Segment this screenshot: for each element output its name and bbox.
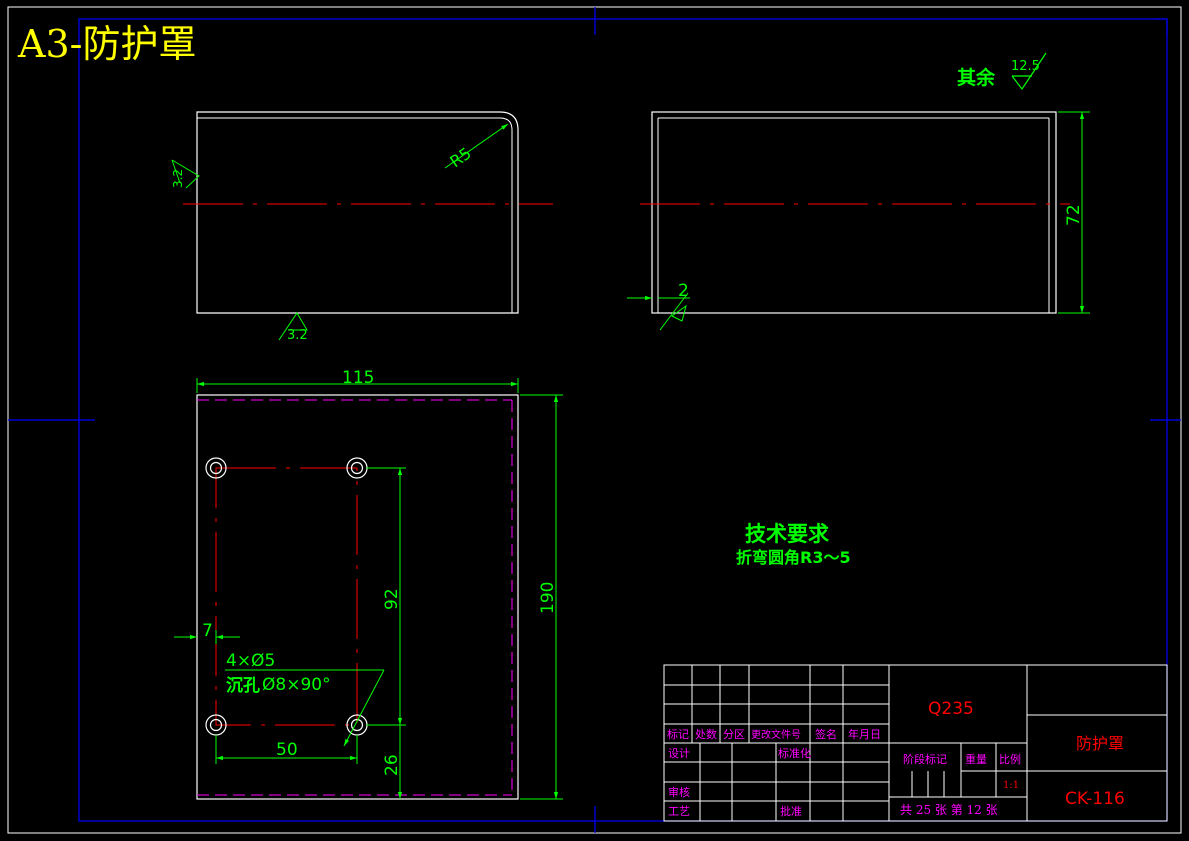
tech-requirements-item: 折弯圆角R3～5 [736, 548, 851, 567]
radius-leader [444, 123, 509, 169]
tb-label-process: 工艺 [668, 805, 690, 818]
height-dimension-72 [1058, 111, 1090, 314]
hole-pattern-centerlines [215, 467, 358, 726]
tb-label-approve: 批准 [780, 804, 802, 818]
roughness-face-value-2: 3.2 [287, 328, 308, 343]
sheet-title: A3-防护罩 [17, 22, 196, 66]
roughness-face-value-1: 3.2 [171, 169, 185, 188]
hole-offset-bottom-label: 26 [382, 754, 402, 776]
hole-callout-leader [225, 669, 385, 747]
height-dimension-190 [520, 394, 563, 800]
front-view-inner-line [197, 117, 513, 313]
width-dimension-115 [196, 378, 519, 393]
roughness-symbol-bottom: 3.2 [278, 312, 308, 343]
outer-sheet-border [7, 6, 1182, 834]
tb-sheet-info: 共 25 张 第 12 张 [900, 803, 998, 817]
radius-label: R5 [446, 143, 474, 171]
side-view-outline [651, 111, 1057, 314]
tb-label-design: 设计 [668, 747, 690, 760]
tb-scale-value: 1:1 [1003, 780, 1019, 791]
side-height-label: 72 [1064, 204, 1084, 226]
plan-width-label: 115 [342, 368, 374, 388]
thickness-label: 2 [678, 281, 689, 301]
tb-label-signature: 签名 [815, 727, 837, 741]
tb-drawing-no: CK-116 [1065, 789, 1125, 809]
tech-requirements-heading: 技术要求 [745, 522, 829, 546]
general-roughness-symbol: 其余 12.5 [957, 52, 1047, 91]
hole-span-horizontal-label: 50 [276, 740, 298, 760]
centering-marks [8, 7, 1181, 833]
tb-label-standardize: 标准化 [778, 746, 811, 760]
roughness-general-label: 其余 [957, 66, 996, 89]
hole-callout-line-1: 4×Ø5 [226, 651, 275, 671]
hole-span-horizontal-dimension [215, 735, 358, 764]
hole-callout-line-2-prefix: 沉孔 [226, 675, 260, 696]
tb-label-mark: 标记 [667, 727, 689, 741]
tb-label-weight: 重量 [965, 752, 987, 766]
title-block [663, 664, 1168, 822]
tb-material: Q235 [928, 699, 974, 719]
roughness-check-icon [1011, 52, 1047, 91]
tb-label-date: 年月日 [848, 727, 881, 741]
tb-label-stage-mark: 阶段标记 [903, 752, 947, 766]
tb-label-review: 审核 [668, 785, 690, 799]
roughness-symbol-left: 3.2 [171, 159, 200, 189]
edge-offset-dimension [174, 630, 240, 644]
thickness-dimension [627, 292, 690, 331]
tb-part-name: 防护罩 [1076, 734, 1124, 753]
side-view: 72 2 [627, 111, 1090, 331]
tb-label-zone: 分区 [723, 728, 745, 741]
front-view: R5 3.2 3.2 [171, 111, 553, 343]
hole-top-left [205, 457, 227, 479]
roughness-general-value: 12.5 [1011, 59, 1040, 74]
hole-span-vertical-label: 92 [382, 588, 402, 610]
plan-height-label: 190 [538, 582, 558, 614]
inner-drawing-frame [78, 18, 1168, 822]
title-block-text: 标记 处数 分区 更改文件号 签名 年月日 设计 标准化 审核 工艺 批准 阶段… [667, 727, 1021, 818]
hole-span-vertical-dimension [366, 467, 406, 799]
front-view-outline [196, 111, 519, 314]
tb-label-scale: 比例 [999, 752, 1021, 766]
tb-label-change-doc: 更改文件号 [751, 728, 801, 741]
edge-offset-label: 7 [202, 621, 213, 641]
plan-view-outline [196, 394, 519, 800]
plan-view: 115 190 92 26 50 7 [174, 368, 563, 800]
hole-callout-line-2-suffix: Ø8×90° [262, 675, 331, 695]
tb-label-count: 处数 [695, 728, 717, 741]
